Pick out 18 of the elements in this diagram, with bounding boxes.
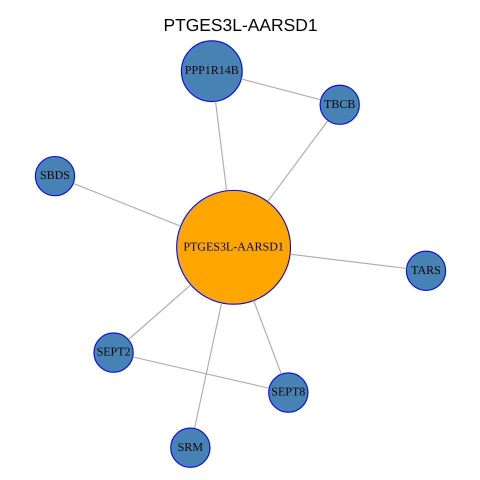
connector xyxy=(266,120,328,202)
node-circle: PTGES3L-AARSD1 xyxy=(176,190,291,305)
node-circle: SEPT2 xyxy=(92,332,134,373)
node-circle: SRM xyxy=(170,428,210,468)
node-circle: TBCB xyxy=(319,84,360,125)
node-circle: PPP1R14B xyxy=(180,40,242,102)
node-circle: SEPT8 xyxy=(268,372,308,413)
connector xyxy=(240,78,320,100)
node-circle: TARS xyxy=(405,250,446,291)
connector xyxy=(128,284,190,340)
connector xyxy=(194,303,222,428)
connector xyxy=(72,183,180,227)
diagram-title: PTGES3L-AARSD1 xyxy=(162,14,318,35)
connector xyxy=(290,254,406,269)
connector xyxy=(214,102,227,191)
node-circle: SBDS xyxy=(34,156,75,196)
connector xyxy=(252,300,282,374)
connector xyxy=(132,356,268,389)
